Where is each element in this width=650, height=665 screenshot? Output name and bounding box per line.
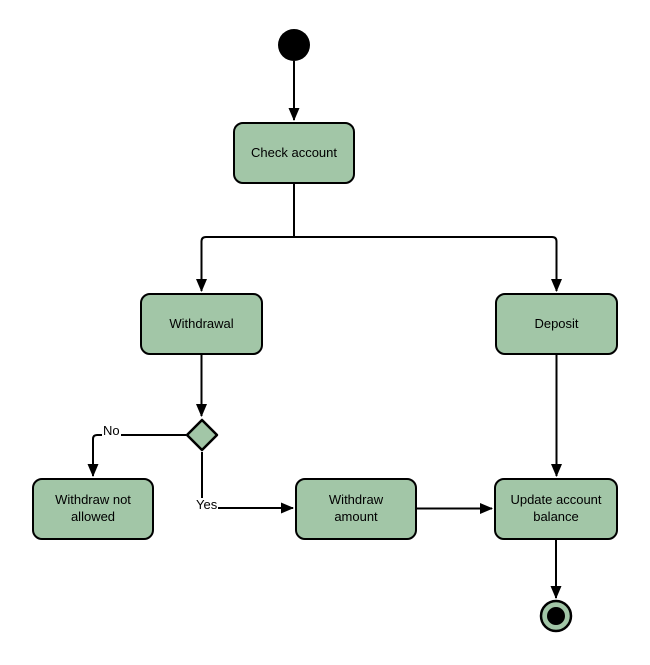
edge-label-yes: Yes xyxy=(195,497,219,512)
node-deposit: Deposit xyxy=(495,293,618,355)
decision-diamond xyxy=(185,418,219,452)
edge-check-account-to-withdrawal xyxy=(196,236,294,292)
final-node-dot xyxy=(547,607,565,625)
edge-label-no: No xyxy=(102,423,121,438)
node-check-account: Check account xyxy=(233,122,355,184)
initial-node xyxy=(278,29,310,61)
node-update-account-balance: Update account balance xyxy=(494,478,618,540)
edge-check-account-to-deposit xyxy=(294,236,562,292)
node-withdraw-amount: Withdraw amount xyxy=(295,478,417,540)
node-withdrawal: Withdrawal xyxy=(140,293,263,355)
node-withdraw-not-allowed: Withdraw not allowed xyxy=(32,478,154,540)
edge-decision-no-to-withdraw-not-allowed xyxy=(87,434,186,477)
